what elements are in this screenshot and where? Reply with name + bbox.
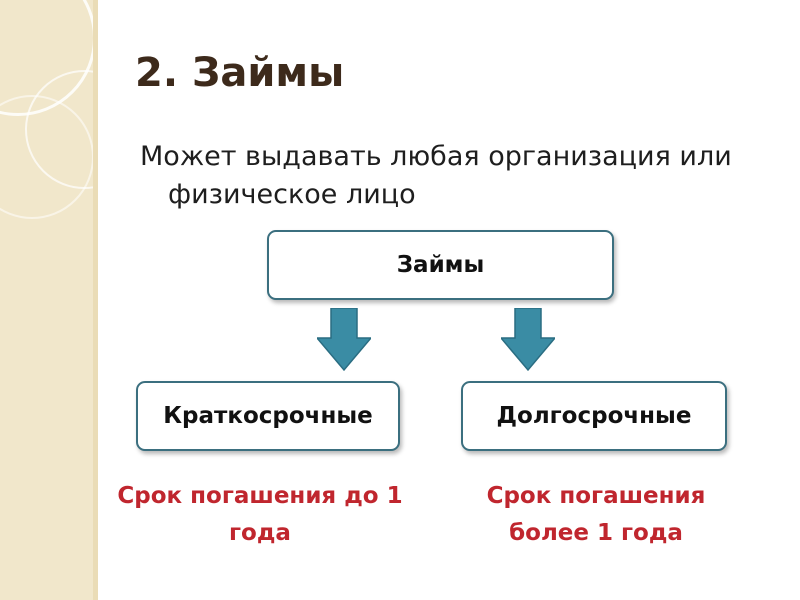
root-box: Займы <box>267 230 614 300</box>
down-arrow-icon <box>501 308 555 372</box>
slide-title: 2. Займы <box>135 50 345 96</box>
long-term-note: Срок погашения более 1 года <box>486 483 706 546</box>
short-term-note: Срок погашения до 1 года <box>117 483 403 546</box>
long-term-box: Долгосрочные <box>461 381 727 451</box>
down-arrow-icon <box>317 308 371 372</box>
sidebar-edge <box>93 0 98 600</box>
slide-subtitle: Может выдавать любая организация или физ… <box>140 141 732 210</box>
short-term-box: Краткосрочные <box>136 381 400 451</box>
decorative-sidebar <box>0 0 93 600</box>
